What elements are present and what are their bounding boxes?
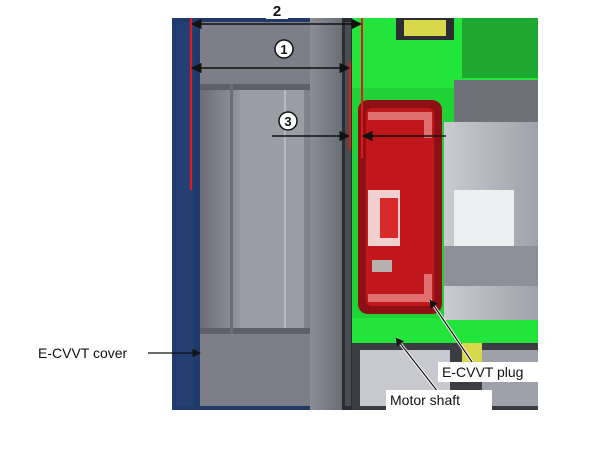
e-cvvt-plug [358, 100, 442, 314]
shaft-label: Motor shaft [390, 392, 460, 408]
dimension-1: 1 [190, 39, 351, 74]
dimension-2: 2 [190, 3, 363, 30]
dimension-2-label: 2 [273, 3, 281, 20]
plug-callout: E-CVVT plug [428, 299, 556, 382]
shaft-callout: Motor shaft [386, 337, 492, 410]
plug-label: E-CVVT plug [442, 364, 523, 380]
cover-callout: E-CVVT cover [38, 345, 201, 361]
dimension-3-badge [278, 111, 298, 131]
dimension-1-label: 1 [280, 42, 287, 57]
e-cvvt-cover-housing [172, 18, 342, 410]
dimension-1-badge [274, 39, 294, 59]
dimension-3-label: 3 [284, 114, 291, 129]
dimension-3: 3 [272, 111, 446, 142]
cover-label: E-CVVT cover [38, 345, 128, 361]
